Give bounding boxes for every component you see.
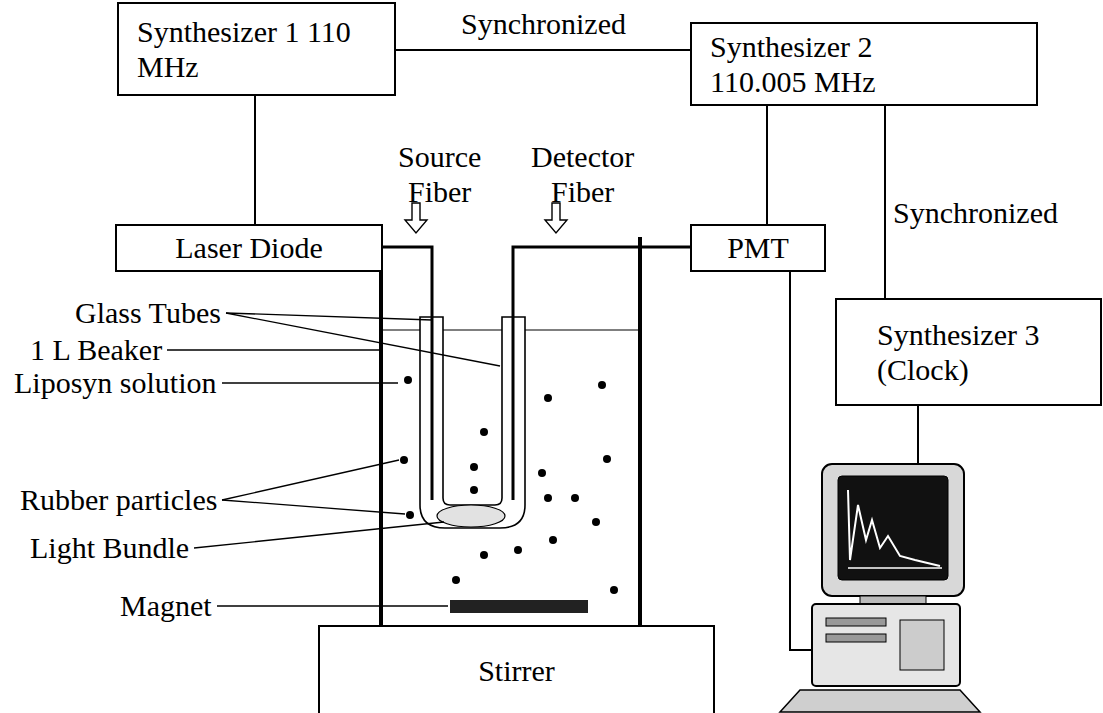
leader-line [222,500,405,514]
leader-line [222,460,399,500]
clock-wire [917,406,919,464]
computer [780,464,980,712]
box-label: PMT [727,230,789,265]
edge-label: Synchronized [461,7,626,42]
edge-label: Synchronized [893,196,1058,231]
sync-connector [254,96,256,224]
glass-tubes [420,317,525,528]
leader-line [194,522,444,548]
fiber-label: Source Fiber [398,140,481,209]
detector-fiber [513,247,690,500]
rubber-particles [400,376,618,594]
leader-line [217,605,448,606]
leader-line [226,313,500,366]
box-label: Stirrer [478,653,555,688]
sync-connector [884,106,886,298]
instrument-box: Synthesizer 2 110.005 MHz [690,22,1038,106]
box-label: Synthesizer 3 (Clock) [877,317,1060,387]
box-label: Laser Diode [175,230,322,265]
instrument-box: Laser Diode [115,224,383,272]
magnet [450,600,588,613]
instrument-box: Stirrer [318,625,715,713]
instrument-box: Synthesizer 1 110 MHz [117,2,396,96]
instrument-box: Synthesizer 3 (Clock) [835,298,1102,406]
leader-line [167,349,379,350]
part-label: 1 L Beaker [30,333,162,368]
light-bundle [437,505,505,527]
fiber-label: Detector Fiber [531,140,634,209]
sync-connector [766,106,768,224]
part-label: Light Bundle [30,531,189,566]
instrument-box: PMT [690,224,826,272]
box-label: Synthesizer 1 110 MHz [137,14,372,84]
part-label: Magnet [120,589,212,624]
signal-wire [790,270,812,650]
beaker-outline [381,237,640,652]
sync-connector [396,49,690,51]
leader-line [222,382,398,383]
part-label: Rubber particles [20,483,217,518]
part-label: Glass Tubes [75,296,221,331]
part-label: Liposyn solution [14,366,217,401]
box-label: Synthesizer 2 110.005 MHz [710,29,950,99]
